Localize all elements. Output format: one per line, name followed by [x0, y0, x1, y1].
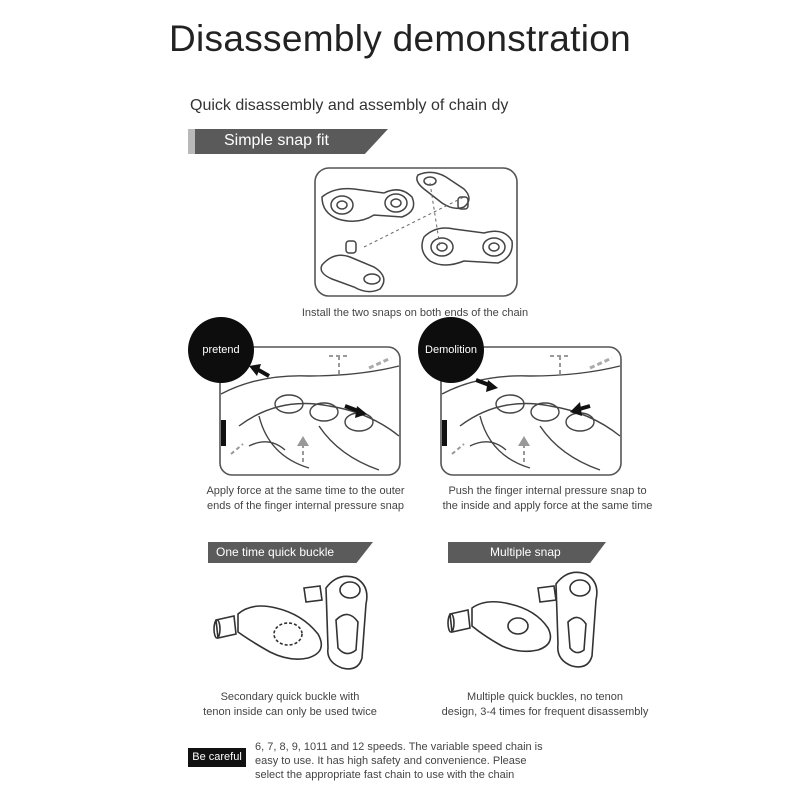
careful-note-line1: 6, 7, 8, 9, 1011 and 12 speeds. The vari…	[255, 741, 543, 753]
one-time-buckle-illustration	[213, 575, 368, 670]
banner-label: Simple snap fit	[224, 132, 329, 149]
one-time-caption-line2: tenon inside can only be used twice	[203, 706, 377, 718]
pretend-badge: pretend	[188, 317, 254, 383]
demolition-caption-line2: the inside and apply force at the same t…	[442, 500, 653, 512]
careful-note: 6, 7, 8, 9, 1011 and 12 speeds. The vari…	[255, 740, 585, 782]
pretend-illustration	[219, 346, 401, 476]
banner-background	[195, 129, 388, 154]
install-caption: Install the two snaps on both ends of th…	[301, 307, 529, 319]
demolition-illustration	[440, 346, 622, 476]
section-banner: Simple snap fit	[188, 129, 388, 154]
banner-accent	[188, 129, 195, 154]
one-time-label: One time quick buckle	[208, 542, 373, 563]
one-time-caption-line1: Secondary quick buckle with	[220, 691, 360, 703]
multiple-snap-label: Multiple snap	[448, 542, 606, 563]
page-title: Disassembly demonstration	[169, 18, 631, 59]
demolition-badge: Demolition	[418, 317, 484, 383]
be-careful-badge: Be careful	[188, 748, 246, 767]
chain-install-illustration	[314, 167, 518, 297]
pretend-caption-line1: Apply force at the same time to the oute…	[206, 485, 405, 497]
multiple-snap-illustration	[447, 571, 598, 668]
pretend-caption-line2: ends of the finger internal pressure sna…	[207, 500, 404, 512]
multiple-caption-line2: design, 3-4 times for frequent disassemb…	[441, 706, 649, 718]
subtitle: Quick disassembly and assembly of chain …	[190, 97, 509, 114]
demolition-caption-line1: Push the finger internal pressure snap t…	[448, 485, 647, 497]
multiple-caption-line1: Multiple quick buckles, no tenon	[467, 691, 623, 703]
careful-note-line3: select the appropriate fast chain to use…	[255, 769, 515, 781]
careful-note-line2: easy to use. It has high safety and conv…	[255, 755, 527, 767]
